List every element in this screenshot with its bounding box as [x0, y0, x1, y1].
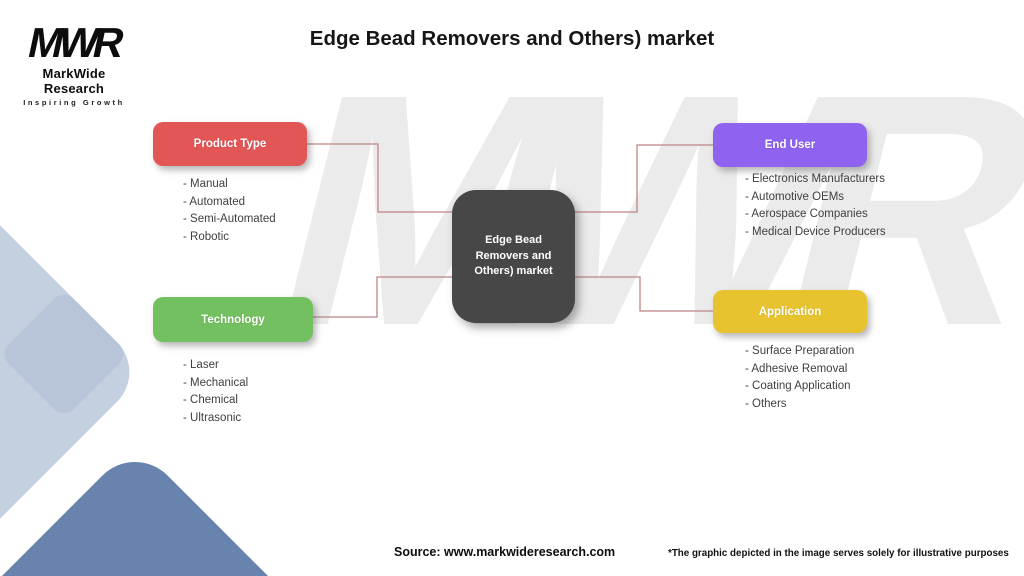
connector-product-type [307, 143, 452, 213]
branch-box-application: Application [713, 290, 867, 333]
list-item: - Chemical [183, 394, 238, 406]
list-item: - Automated [183, 195, 246, 208]
list-item: - Coating Application [745, 380, 851, 392]
list-item: - Others [745, 397, 787, 410]
source-text: Source: www.markwideresearch.com [394, 545, 616, 559]
branch-box-end-user: End User [713, 123, 867, 167]
logo-name: MarkWide Research [42, 66, 106, 96]
list-item: - Electronics Manufacturers [745, 173, 885, 185]
list-item: - Automotive OEMs [745, 190, 845, 203]
list-item: - Adhesive Removal [745, 362, 848, 375]
branch-list-product-type: - Manual - Automated - Semi-Automated - … [183, 176, 276, 246]
branch-list-application: - Surface Preparation - Adhesive Removal… [745, 343, 854, 413]
list-item: - Mechanical [183, 376, 249, 389]
list-item: - Laser [183, 359, 219, 371]
list-item: - Aerospace Companies [745, 208, 868, 220]
logo-tagline: Inspiring Growth [23, 98, 125, 107]
markwide-logo: MWR MarkWide Research Inspiring Growth [16, 19, 132, 107]
branch-list-end-user: - Electronics Manufacturers - Automotive… [745, 171, 886, 241]
list-item: - Ultrasonic [183, 411, 242, 424]
list-item: - Medical Device Producers [745, 225, 886, 238]
branch-box-product-type: Product Type [153, 122, 307, 166]
connector-technology [313, 276, 452, 318]
list-item: - Semi-Automated [183, 213, 276, 225]
center-node: Edge Bead Removers and Others) market [452, 190, 575, 323]
connector-end-user [572, 144, 713, 213]
branch-list-technology: - Laser - Mechanical - Chemical - Ultras… [183, 357, 248, 427]
disclaimer-text: *The graphic depicted in the image serve… [668, 548, 1009, 559]
list-item: - Surface Preparation [745, 345, 855, 357]
branch-box-technology: Technology [153, 297, 313, 342]
list-item: - Robotic [183, 230, 230, 243]
list-item: - Manual [183, 178, 228, 190]
connector-application [572, 276, 713, 312]
page-title: Edge Bead Removers and Others) market [309, 27, 715, 50]
